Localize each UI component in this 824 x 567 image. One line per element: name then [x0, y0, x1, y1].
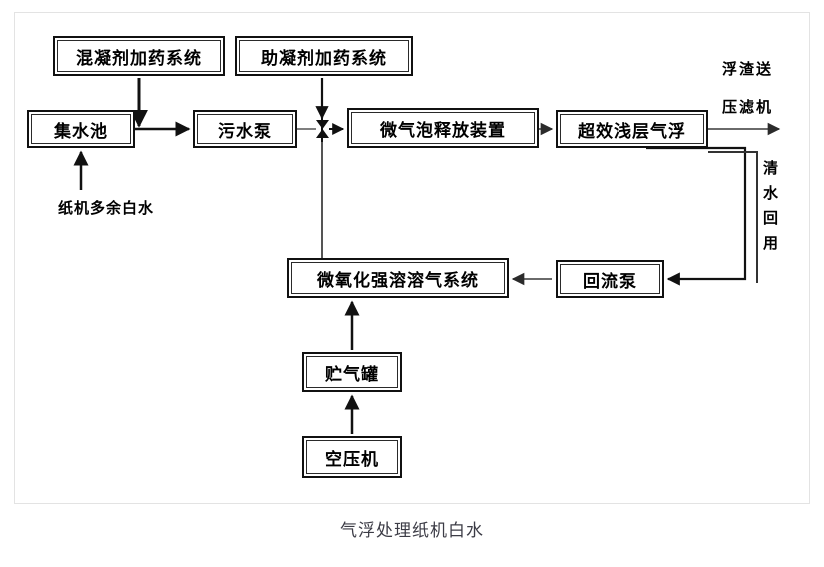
node-label: 污水泵 — [218, 121, 272, 142]
node-reflux-pump[interactable]: 回流泵 — [556, 260, 664, 298]
node-label: 贮气罐 — [325, 364, 379, 385]
edge-clearwater-reuse — [708, 151, 758, 283]
node-microbubble-release-device[interactable]: 微气泡释放装置 — [347, 108, 539, 148]
node-label: 超效浅层气浮 — [578, 121, 686, 142]
node-air-compressor[interactable]: 空压机 — [302, 436, 402, 478]
label-clear-water-reuse: 清水回用 — [761, 160, 779, 260]
node-label: 微气泡释放装置 — [380, 120, 506, 141]
figure-caption: 气浮处理纸机白水 — [340, 521, 484, 541]
node-dissolved-air-system[interactable]: 微氧化强溶溶气系统 — [287, 258, 509, 298]
node-label: 回流泵 — [583, 271, 637, 292]
node-shallow-air-flotation[interactable]: 超效浅层气浮 — [556, 110, 708, 148]
node-coagulant-dosing-system[interactable]: 混凝剂加药系统 — [53, 36, 225, 76]
label-scum-line2: 压滤机 — [722, 98, 774, 116]
node-label: 集水池 — [54, 121, 108, 142]
node-sewage-pump[interactable]: 污水泵 — [193, 110, 297, 148]
node-flocculant-dosing-system[interactable]: 助凝剂加药系统 — [235, 36, 413, 76]
valve-icon — [316, 116, 329, 142]
node-label: 微氧化强溶溶气系统 — [317, 270, 479, 291]
node-label: 混凝剂加药系统 — [76, 48, 202, 69]
edge-flotation-to-refluxpump — [646, 146, 747, 286]
node-collection-tank[interactable]: 集水池 — [27, 110, 135, 148]
label-white-water-inlet: 纸机多余白水 — [58, 199, 155, 217]
node-label: 助凝剂加药系统 — [261, 48, 387, 69]
node-gas-storage-tank[interactable]: 贮气罐 — [302, 352, 402, 392]
node-label: 空压机 — [325, 449, 379, 470]
label-scum-line1: 浮渣送 — [722, 60, 774, 78]
